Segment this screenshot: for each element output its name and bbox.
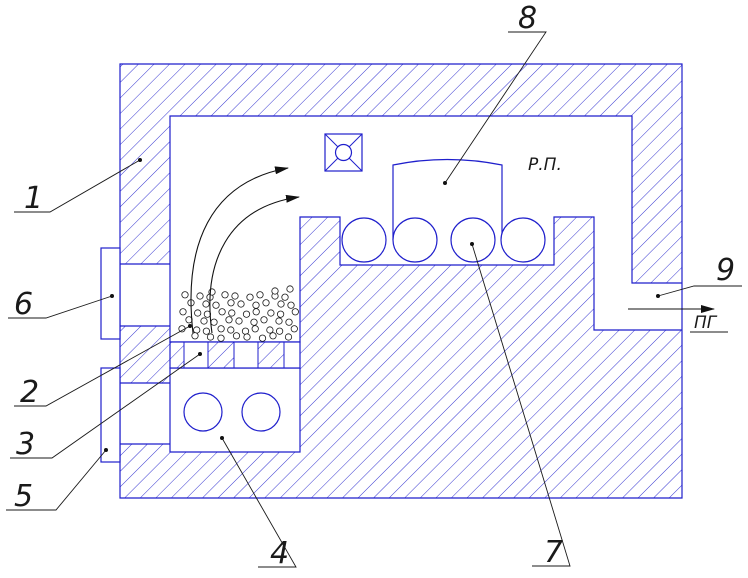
fuel-pellet — [290, 325, 298, 333]
callout-7: 7 — [544, 535, 563, 570]
fuel-pellet — [252, 301, 260, 309]
callout-8: 8 — [518, 1, 537, 36]
fuel-pellet — [231, 292, 239, 300]
callout-6: 6 — [14, 287, 33, 322]
fuel-pellet — [232, 332, 241, 340]
flue-gas-label: ПГ — [694, 313, 718, 333]
fuel-pellet — [291, 308, 299, 316]
workspace-label: Р.П. — [528, 155, 562, 175]
leader-lines — [6, 31, 742, 568]
fuel-pellet — [206, 333, 215, 341]
fuel-pellet — [210, 318, 218, 326]
fuel-pellet — [202, 300, 210, 308]
callout-2: 2 — [20, 375, 39, 410]
furnace-wall — [119, 63, 683, 499]
conveyor-rollers — [341, 217, 546, 263]
fuel-pellet — [266, 326, 274, 334]
fuel-pellet — [202, 327, 210, 335]
fuel-pellet — [277, 300, 285, 308]
callout-9: 9 — [716, 253, 735, 288]
fuel-pellet — [284, 333, 293, 341]
fuel-pellet — [218, 308, 226, 316]
fuel-pellet — [256, 291, 264, 299]
fuel-pellet — [286, 285, 294, 293]
fuel-pellet — [191, 332, 199, 340]
fuel-pellet — [179, 308, 187, 316]
fuel-pellet — [269, 332, 277, 340]
fuel-pellet — [287, 301, 295, 309]
callout-3: 3 — [16, 427, 35, 462]
fuel-pellet — [281, 293, 289, 301]
callout-1: 1 — [24, 181, 43, 216]
fuel-pellet — [225, 316, 233, 324]
fuel-pellet — [242, 310, 251, 318]
fuel-pellet — [227, 326, 235, 334]
fuel-pellet — [246, 293, 254, 301]
fuel-pellet — [194, 309, 202, 317]
fuel-pellet — [227, 299, 235, 307]
ash-pit-rollers — [183, 392, 281, 432]
fuel-pellet — [228, 309, 236, 317]
fuel-pellet — [262, 299, 270, 307]
fuel-pellet — [235, 317, 243, 325]
fuel-pellet — [181, 291, 189, 299]
curved-arrow-icon — [190, 166, 300, 334]
fuel-pellet — [258, 334, 267, 342]
square-with-circle-icon — [324, 133, 363, 172]
fuel-pellet — [260, 316, 268, 324]
leader-dots — [104, 158, 660, 452]
fuel-pellet — [212, 301, 220, 309]
fuel-pellet — [243, 333, 251, 341]
fuel-pellet — [275, 317, 283, 325]
fuel-pellet — [285, 318, 293, 326]
lower-door — [100, 367, 121, 463]
fuel-pellet — [221, 291, 229, 299]
fuel-pellet — [251, 325, 259, 333]
grate — [169, 341, 301, 369]
fuel-pellet — [275, 327, 284, 335]
fuel-pellet — [267, 309, 275, 317]
fuel-pellet — [276, 310, 285, 318]
fuel-pellet — [250, 318, 258, 326]
fuel-pellet — [271, 287, 279, 295]
fuel-pellet — [252, 308, 260, 316]
fuel-pellet — [196, 292, 204, 300]
fuel-pellet — [193, 326, 201, 334]
fuel-pellet — [241, 327, 250, 335]
fuel-pellet — [217, 325, 225, 333]
fuel-bed — [178, 285, 299, 342]
fuel-pellet — [237, 300, 245, 308]
upper-door — [100, 247, 121, 340]
fuel-pellet — [200, 317, 208, 325]
fuel-pellet — [217, 334, 225, 342]
callout-5: 5 — [14, 479, 33, 514]
callout-4: 4 — [270, 536, 289, 571]
